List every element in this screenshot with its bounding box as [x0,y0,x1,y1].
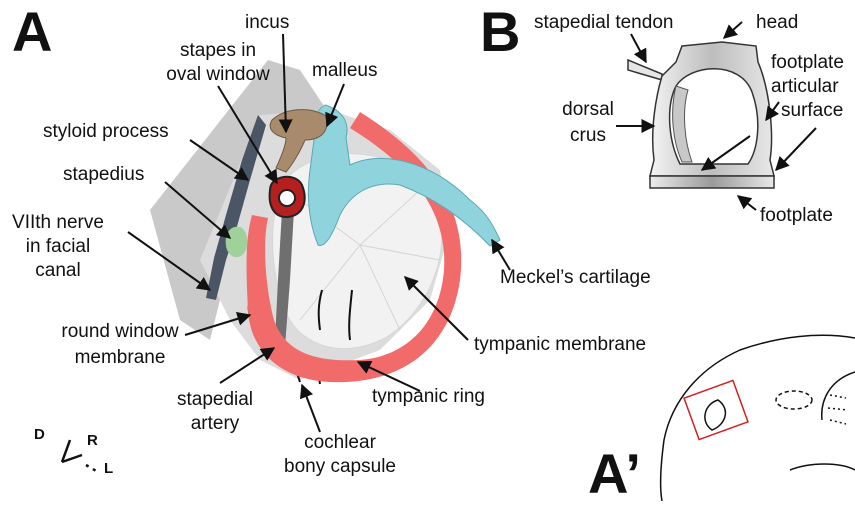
limb [790,464,855,470]
label-tympanic-ring: tympanic ring [372,386,485,408]
label-stapedius: stapedius [63,164,144,186]
ear [705,400,726,430]
label-tympanic-membrane: tympanic membrane [474,334,646,356]
panel-a-prime-drawing [661,335,855,501]
label-nerve-line3: canal [8,260,108,282]
label-head: head [756,12,798,34]
whisker-pad [828,395,848,424]
eye [776,391,812,409]
label-dorsal-crus-line1: dorsal [548,99,628,121]
panel-label-b: B [480,4,520,60]
label-meckels-cartilage: Meckel’s cartilage [500,267,651,289]
label-footplate: footplate [760,205,833,227]
label-footplate-articular-line3: surface [781,100,843,122]
stapedius-muscle [226,227,248,258]
panel-label-a: A [12,4,52,60]
panel-a-drawing [150,60,500,384]
panel-label-a-prime: A’ [588,446,641,502]
label-nerve-line1: VIIth nerve [8,212,108,234]
axis-label-d: D [34,426,45,443]
label-malleus: malleus [312,60,377,82]
label-stapes-line1: stapes in [138,40,298,62]
label-cochlear-line2: bony capsule [270,456,410,478]
snout [822,372,855,420]
label-nerve-line2: in facial [8,236,108,258]
label-footplate-articular-line1: footplate [771,52,844,74]
label-stapes-line2: oval window [138,64,298,86]
label-round-window-line1: round window [50,321,190,343]
label-dorsal-crus-line2: crus [548,125,628,147]
panel-b-drawing [628,42,774,188]
stapes-foramen [279,190,295,206]
label-artery-line2: artery [160,413,270,435]
label-styloid-process: styloid process [43,121,169,143]
label-stapedial-tendon: stapedial tendon [534,12,673,34]
inset-box [684,380,748,439]
label-round-window-line2: membrane [50,347,190,369]
label-incus: incus [245,12,289,34]
label-footplate-articular-line2: articular [771,76,839,98]
stapedial-tendon [628,60,662,80]
label-cochlear-line1: cochlear [270,432,410,454]
stapes-footplate [650,176,774,188]
head-outline [661,335,855,501]
axis-label-l: L [104,460,113,477]
label-artery-line1: stapedial [160,389,270,411]
axis-label-r: R [87,432,98,449]
